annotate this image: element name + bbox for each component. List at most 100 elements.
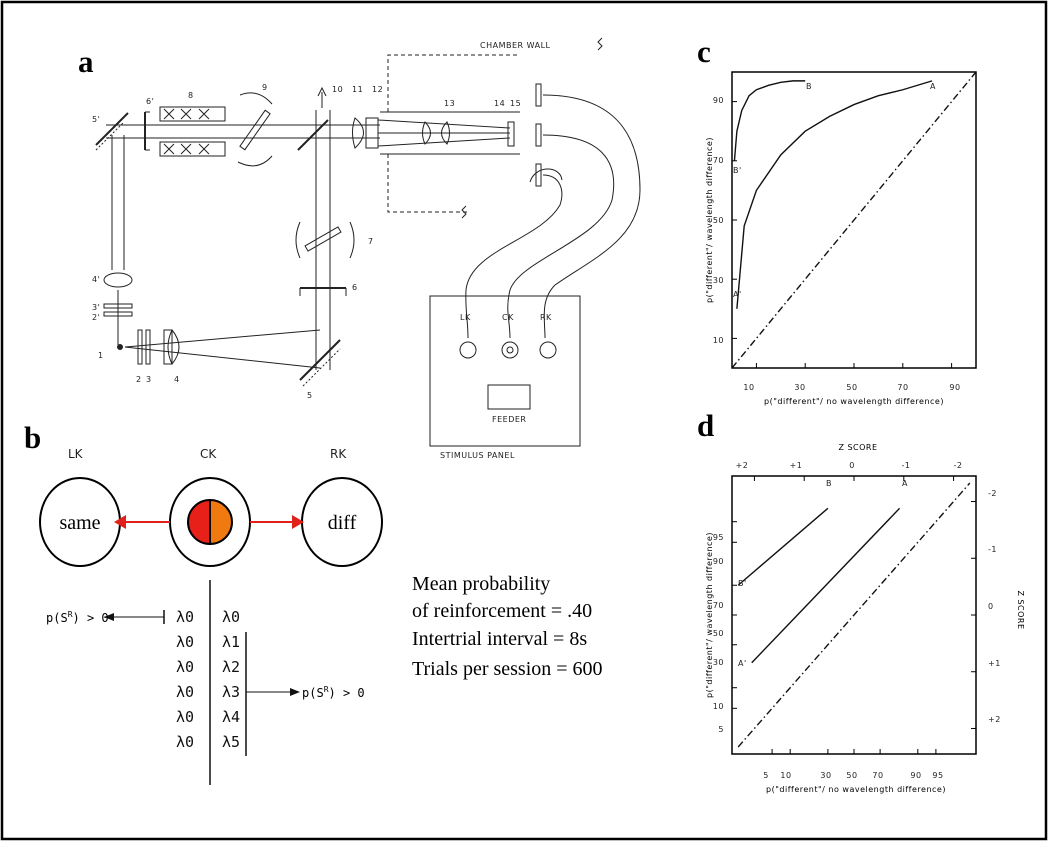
d-xlabel: p("different"/ no wavelength difference) — [766, 785, 946, 794]
part-1: 1 — [98, 351, 104, 360]
lambda-right-4: λ4 — [222, 708, 240, 726]
d-toptick-1: +1 — [790, 461, 803, 470]
c-xtick-30: 30 — [794, 383, 805, 392]
part-14: 14 — [494, 99, 505, 108]
panel-b-key-ck: CK — [200, 447, 217, 461]
c-series-chance — [731, 71, 977, 369]
d-label-B-prime: B' — [738, 579, 747, 588]
reinforce-label-left: p(SR) > 0 — [46, 610, 109, 625]
c-label-B-prime: B' — [733, 166, 742, 175]
part-6p: 6' — [146, 97, 154, 106]
d-series-chance — [737, 482, 971, 748]
part-5p: 5' — [92, 115, 100, 124]
part-12: 12 — [372, 85, 383, 94]
part-9: 9 — [262, 83, 268, 92]
d-toptick-4: -2 — [954, 461, 963, 470]
panel-c-letter: c — [697, 34, 711, 69]
d-ytick-10: 10 — [713, 702, 724, 711]
info-line-3: Trials per session = 600 — [412, 658, 603, 680]
c-label-A-prime: A' — [733, 290, 742, 299]
stimulus-right-half — [209, 498, 233, 546]
c-ytick-10: 10 — [713, 336, 724, 345]
lambda-left-3: λ0 — [176, 683, 194, 701]
panel-a-part-numbers: 1 2 3 4 5 6 7 8 9 10 11 12 13 14 15 2' 3… — [92, 83, 521, 400]
d-xtick-90: 90 — [910, 771, 921, 780]
part-13: 13 — [444, 99, 455, 108]
panel-b-key-rk: RK — [330, 447, 347, 461]
part-15: 15 — [510, 99, 521, 108]
panel-a-key-ck: CK — [502, 313, 514, 322]
d-ytick-90: 90 — [713, 557, 724, 566]
d-righttick-0: -2 — [988, 489, 997, 498]
c-label-A: A — [930, 82, 936, 91]
diff-label: diff — [328, 512, 357, 534]
c-ytick-50: 50 — [713, 216, 724, 225]
c-ytick-30: 30 — [713, 276, 724, 285]
part-10: 10 — [332, 85, 343, 94]
d-righttick-1: -1 — [988, 545, 997, 554]
d-xtick-30: 30 — [820, 771, 831, 780]
d-xtick-50: 50 — [846, 771, 857, 780]
part-11: 11 — [352, 85, 363, 94]
part-3: 3 — [146, 375, 152, 384]
c-series-b — [733, 80, 806, 161]
d-xtick-10: 10 — [780, 771, 791, 780]
d-label-A: A — [902, 479, 908, 488]
lambda-left-4: λ0 — [176, 708, 194, 726]
c-xtick-70: 70 — [897, 383, 908, 392]
d-label-B: B — [826, 479, 832, 488]
lambda-right-0: λ0 — [222, 608, 240, 626]
d-xtick-5: 5 — [763, 771, 769, 780]
c-xtick-50: 50 — [846, 383, 857, 392]
c-xtick-10: 10 — [743, 383, 754, 392]
c-xtick-90: 90 — [949, 383, 960, 392]
lambda-left-5: λ0 — [176, 733, 194, 751]
d-xtick-70: 70 — [872, 771, 883, 780]
d-series-a — [751, 507, 901, 664]
lambda-right-3: λ3 — [222, 683, 240, 701]
c-ytick-70: 70 — [713, 156, 724, 165]
part-7: 7 — [368, 237, 374, 246]
lambda-left-0: λ0 — [176, 608, 194, 626]
lambda-left-2: λ0 — [176, 658, 194, 676]
d-righttick-4: +2 — [988, 715, 1001, 724]
part-4: 4 — [174, 375, 180, 384]
part-4p: 4' — [92, 275, 100, 284]
c-ylabel: p("different"/ wavelength difference) — [705, 137, 714, 303]
feeder-label: FEEDER — [492, 415, 526, 424]
info-line-0: Mean probability — [412, 573, 550, 595]
d-ytick-50: 50 — [713, 629, 724, 638]
d-ytick-70: 70 — [713, 601, 724, 610]
c-series-a — [736, 80, 933, 309]
stimulus-panel-label: STIMULUS PANEL — [440, 451, 515, 460]
part-3p: 3' — [92, 303, 100, 312]
d-ytick-30: 30 — [713, 658, 724, 667]
part-2p: 2' — [92, 313, 100, 322]
panel-a-key-lk: LK — [460, 313, 471, 322]
panel-b-key-lk: LK — [68, 447, 84, 461]
part-2: 2 — [136, 375, 142, 384]
panel-a-letter: a — [78, 44, 94, 79]
d-toptick-3: -1 — [902, 461, 911, 470]
stimulus-left-half — [187, 498, 211, 546]
d-series-b — [737, 507, 829, 586]
d-toptick-2: 0 — [849, 461, 855, 470]
c-ytick-90: 90 — [713, 96, 724, 105]
panel-d-letter: d — [697, 408, 714, 443]
d-top-label: Z SCORE — [838, 443, 877, 452]
info-line-2: Intertrial interval = 8s — [412, 628, 587, 650]
d-ylabel: p("different"/ wavelength difference) — [705, 532, 714, 698]
d-ytick-95: 95 — [713, 533, 724, 542]
part-5: 5 — [307, 391, 313, 400]
panel-b-letter: b — [24, 420, 41, 455]
info-line-1: of reinforcement = .40 — [412, 600, 592, 622]
part-8: 8 — [188, 91, 194, 100]
c-xlabel: p("different"/ no wavelength difference) — [764, 397, 944, 406]
d-toptick-0: +2 — [736, 461, 749, 470]
same-label: same — [59, 512, 100, 534]
panel-a-key-rk: RK — [540, 313, 552, 322]
